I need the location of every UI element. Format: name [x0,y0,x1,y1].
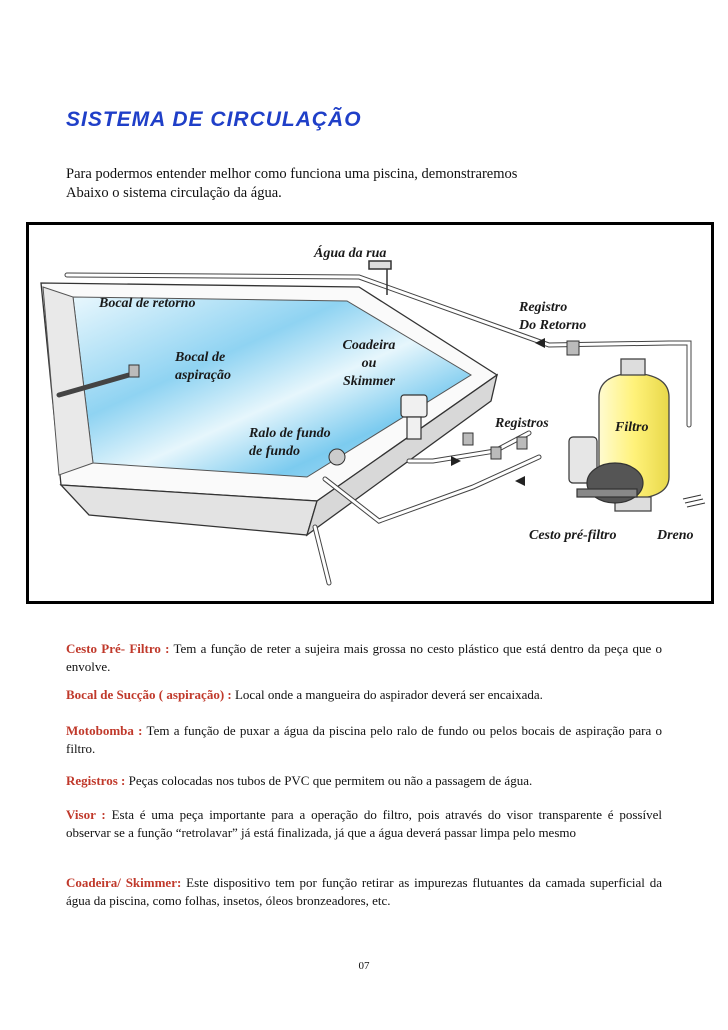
skimmer-icon [400,394,428,440]
label-filtro: Filtro [615,420,649,435]
label-agua-da-rua: Água da rua [314,246,387,261]
circulation-diagram: Água da rua Bocal de retorno Registro Do… [26,222,714,604]
label-dreno: Dreno [657,528,694,543]
label-bocal-retorno: Bocal de retorno [99,296,196,311]
label-registro-retorno: Registro Do Retorno [519,300,587,333]
definition-registros: Registros : Peças colocadas nos tubos de… [66,773,533,788]
label-ralo-de-fundo: Ralo de fundo de fundo [249,426,331,459]
page-number: 07 [358,960,370,972]
page-title: SISTEMA DE CIRCULAÇÃO [66,108,362,131]
drain-grate-icon [682,494,706,508]
valve-icons [128,340,580,460]
intro-paragraph: Para podermos entender melhor como funci… [66,165,666,203]
definition-motobomba: Motobomba : Tem a função de puxar a água… [66,723,663,756]
label-coadeira-skimmer: Coadeira ou Skimmer [342,338,396,389]
definition-visor: Visor : Esta é uma peça importante para … [66,807,662,840]
label-registros: Registros [495,416,549,431]
faucet-icon [368,260,392,295]
pool-illustration [40,260,706,586]
intro-line-1: Para podermos entender melhor como funci… [66,166,518,182]
definition-bocal-succao: Bocal de Sucção ( aspiração) : Local ond… [66,687,543,702]
label-cesto-pre-filtro: Cesto pré-filtro [529,528,617,543]
intro-line-2: Abaixo o sistema circulação da água. [66,185,282,201]
definition-coadeira-skimmer: Coadeira/ Skimmer: Este dispositivo tem … [66,875,663,908]
definition-cesto-pre-filtro: Cesto Pré- Filtro : Tem a função de rete… [66,641,662,674]
floor-drain-icon [328,448,346,466]
label-bocal-aspiracao: Bocal de aspiração [175,350,231,383]
pump-icon [568,436,644,504]
flow-arrows [451,338,545,486]
